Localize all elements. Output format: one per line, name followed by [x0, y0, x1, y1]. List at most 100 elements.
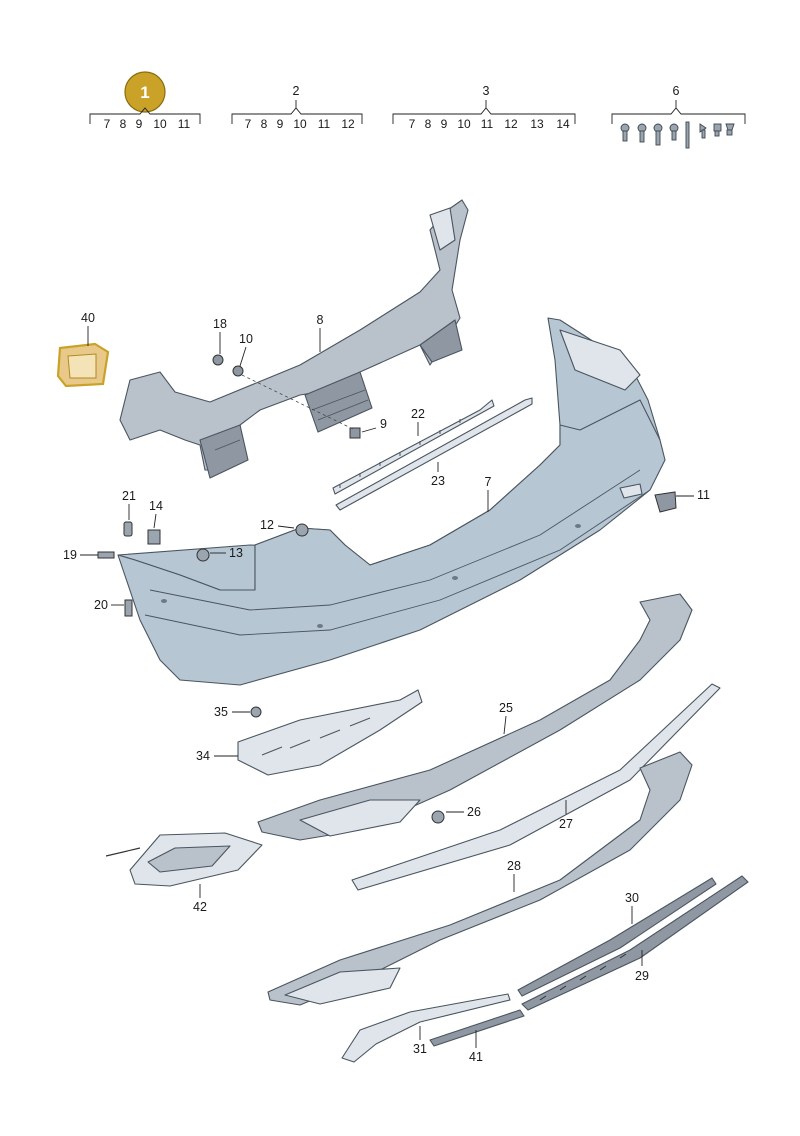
fastener-set-icon: [620, 121, 735, 149]
callout-11[interactable]: 11: [676, 488, 710, 502]
group-header-1[interactable]: 1 7 8 9 10 11: [89, 71, 201, 131]
group-1-sub-0: 7: [104, 117, 111, 131]
svg-text:29: 29: [635, 969, 649, 983]
svg-text:8: 8: [317, 313, 324, 327]
part-19-screw[interactable]: [97, 551, 115, 559]
part-8-impact-bar[interactable]: [119, 199, 469, 479]
part-29-strip[interactable]: [521, 875, 749, 1011]
group-3-sub-6: 13: [530, 117, 544, 131]
group-3-sub-5: 12: [504, 117, 518, 131]
svg-text:13: 13: [229, 546, 243, 560]
svg-text:31: 31: [413, 1042, 427, 1056]
callout-20[interactable]: 20: [94, 598, 124, 612]
part-31-trim[interactable]: [341, 993, 511, 1063]
svg-text:9: 9: [380, 417, 387, 431]
svg-text:25: 25: [499, 701, 513, 715]
part-30-strip[interactable]: [517, 877, 717, 997]
svg-text:18: 18: [213, 317, 227, 331]
callout-9[interactable]: 9: [361, 417, 387, 433]
callout-12[interactable]: 12: [260, 518, 295, 532]
callout-22[interactable]: 22: [411, 407, 425, 436]
group-2-sub-5: 12: [341, 117, 355, 131]
svg-text:10: 10: [239, 332, 253, 346]
part-42-exhaust-trim[interactable]: [105, 832, 263, 887]
callout-8[interactable]: 8: [317, 313, 324, 352]
callout-31[interactable]: 31: [413, 1026, 427, 1056]
callout-7[interactable]: 7: [485, 475, 492, 512]
callout-28[interactable]: 28: [507, 859, 521, 892]
group-1-sub-4: 11: [178, 117, 191, 131]
part-34-bracket[interactable]: [237, 689, 423, 776]
svg-text:35: 35: [214, 705, 228, 719]
svg-text:30: 30: [625, 891, 639, 905]
svg-text:23: 23: [431, 474, 445, 488]
part-9-clip[interactable]: [349, 427, 361, 439]
group-2-sub-2: 9: [277, 117, 284, 131]
part-11-cap[interactable]: [654, 491, 677, 513]
highlight-badge: [124, 71, 166, 113]
callout-25[interactable]: 25: [499, 701, 513, 735]
callout-27[interactable]: 27: [559, 800, 573, 831]
callout-13[interactable]: 13: [210, 546, 243, 560]
group-2-label: 2: [293, 84, 300, 98]
svg-text:26: 26: [467, 805, 481, 819]
callout-35[interactable]: 35: [214, 705, 250, 719]
part-21-bolt[interactable]: [123, 521, 133, 537]
group-1-sub-3: 10: [153, 117, 167, 131]
group-header-6[interactable]: 6: [611, 84, 746, 149]
part-35-screw[interactable]: [250, 706, 262, 718]
group-1-sub-1: 8: [120, 117, 127, 131]
group-2-sub-3: 10: [293, 117, 307, 131]
callout-42[interactable]: 42: [193, 884, 207, 914]
part-20-screw[interactable]: [124, 599, 133, 617]
part-27-trim-strip[interactable]: [351, 683, 721, 891]
callout-14[interactable]: 14: [149, 499, 163, 529]
group-header-3[interactable]: 3 7 8 9 10 11 12 13 14: [392, 84, 576, 131]
callout-26[interactable]: 26: [446, 805, 481, 819]
callout-34[interactable]: 34: [196, 749, 238, 763]
group-3-sub-4: 11: [481, 117, 494, 131]
part-10-nut[interactable]: [232, 365, 244, 377]
group-2-sub-4: 11: [318, 117, 331, 131]
svg-text:21: 21: [122, 489, 136, 503]
group-header-2[interactable]: 2 7 8 9 10 11 12: [231, 84, 363, 131]
part-23-seal-strip[interactable]: [335, 397, 533, 511]
svg-text:7: 7: [485, 475, 492, 489]
part-26-clip[interactable]: [431, 810, 445, 824]
callout-29[interactable]: 29: [635, 950, 649, 983]
part-25-diffuser[interactable]: [257, 593, 693, 841]
callout-21[interactable]: 21: [122, 489, 136, 520]
part-13-nut[interactable]: [196, 548, 210, 562]
group-3-sub-2: 9: [441, 117, 448, 131]
callout-41[interactable]: 41: [469, 1030, 483, 1064]
svg-text:41: 41: [469, 1050, 483, 1064]
svg-text:14: 14: [149, 499, 163, 513]
svg-text:40: 40: [81, 311, 95, 325]
callout-40[interactable]: 40: [81, 311, 95, 346]
part-41-trim[interactable]: [429, 1009, 525, 1047]
svg-text:42: 42: [193, 900, 207, 914]
callout-18[interactable]: 18: [213, 317, 227, 354]
callout-19[interactable]: 19: [63, 548, 98, 562]
group-3-sub-1: 8: [425, 117, 432, 131]
part-14-clip[interactable]: [147, 529, 161, 545]
callout-23[interactable]: 23: [431, 462, 445, 488]
svg-text:19: 19: [63, 548, 77, 562]
callout-30[interactable]: 30: [625, 891, 639, 924]
svg-text:22: 22: [411, 407, 425, 421]
group-6-label: 6: [673, 84, 680, 98]
group-2-sub-0: 7: [245, 117, 252, 131]
part-7-bumper-cover[interactable]: [117, 317, 666, 686]
svg-text:28: 28: [507, 859, 521, 873]
group-1-sub-2: 9: [136, 117, 143, 131]
callout-10[interactable]: 10: [239, 332, 253, 367]
part-40-bracket-highlighted[interactable]: [56, 342, 110, 388]
svg-text:11: 11: [697, 488, 710, 502]
svg-text:20: 20: [94, 598, 108, 612]
part-12-nut[interactable]: [295, 523, 309, 537]
part-18-nut[interactable]: [212, 354, 224, 366]
group-3-sub-3: 10: [457, 117, 471, 131]
part-28-diffuser-lower[interactable]: [267, 751, 693, 1006]
part-22-seal-strip[interactable]: [332, 399, 495, 495]
